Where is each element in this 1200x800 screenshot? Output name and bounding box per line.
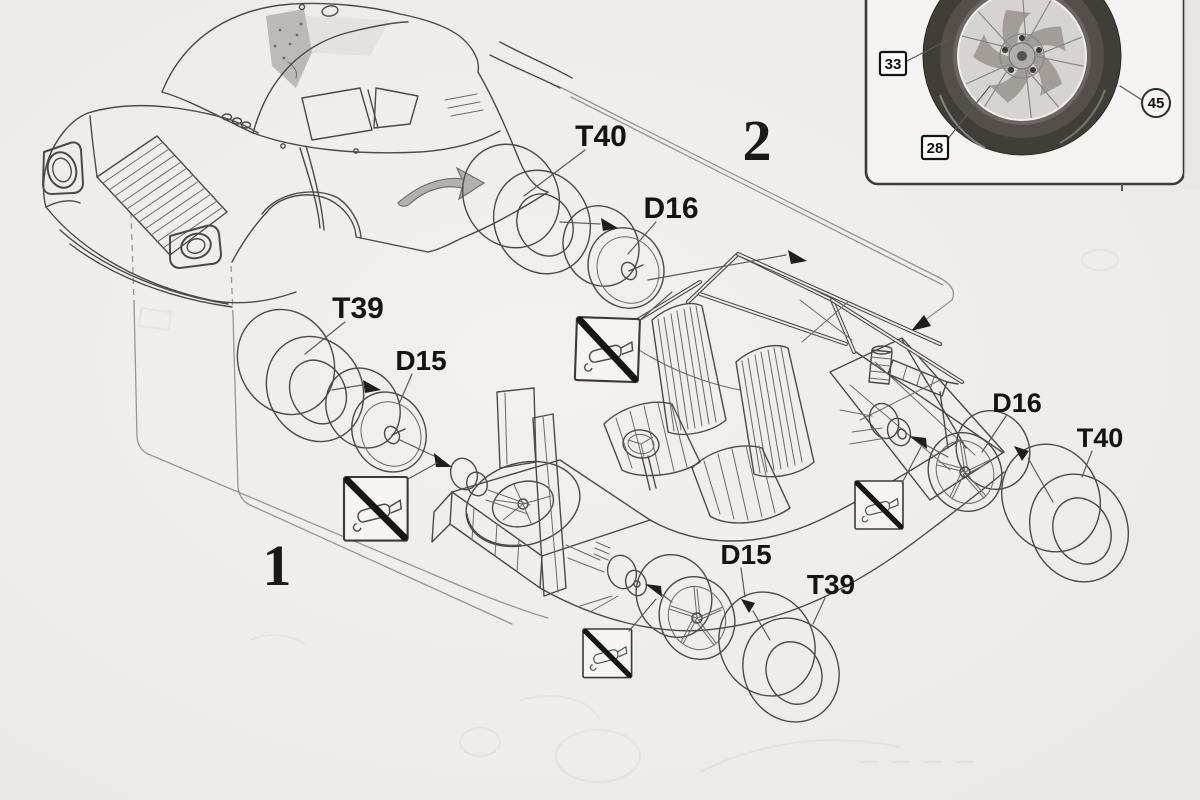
tire-t39-bottom-drawing <box>718 591 840 723</box>
no-glue-icon <box>855 481 903 529</box>
step-2-number: 2 <box>743 108 772 173</box>
body-alignment-lines <box>130 85 955 625</box>
callout-33-label: 33 <box>885 56 902 73</box>
callout-33: 33 <box>878 50 908 77</box>
part-label-t40-top: T40 <box>575 120 627 153</box>
hood-grille-hatching <box>96 135 228 256</box>
callout-28-label: 28 <box>927 140 944 157</box>
part-label-t39-bottom: T39 <box>807 569 855 600</box>
part-label-t40-right: T40 <box>1077 423 1124 453</box>
body-mount-arrowhead <box>911 315 931 331</box>
paper-edge-shading <box>1184 0 1200 190</box>
seat-right-drawing <box>691 344 815 524</box>
part-label-d15-left: D15 <box>395 345 446 376</box>
rim-pockets <box>973 9 1066 103</box>
chassis-drawing <box>431 252 1005 632</box>
coil-spring-drawing <box>868 345 893 385</box>
part-label-d16-top: D16 <box>643 192 698 225</box>
lug-nuts <box>1002 35 1042 73</box>
part-label-d16-right: D16 <box>992 388 1042 418</box>
roll-cage-drawing <box>615 252 964 391</box>
part-label-d15-bottom: D15 <box>720 539 771 570</box>
interior-stipple-dots <box>273 22 303 60</box>
wheel-d16-top-drawing <box>562 205 665 309</box>
no-glue-icons <box>344 291 922 678</box>
callout-45-label: 45 <box>1148 95 1165 112</box>
wheel-d15-bottom-drawing <box>635 553 736 661</box>
wheel-detail-inset: 33 28 45 <box>864 0 1186 191</box>
step-1-number: 1 <box>263 533 292 598</box>
part-label-t39-left: T39 <box>332 292 384 325</box>
label-leader-lines <box>304 149 1093 625</box>
front-left-hub-drawing <box>449 457 531 515</box>
headlight-pod-left <box>42 141 84 195</box>
assembly-arrows <box>331 218 1054 641</box>
wheel-d16-right-drawing <box>927 409 1031 513</box>
body-placement-arrow <box>397 166 486 207</box>
front-right-hub-drawing <box>565 541 648 613</box>
inset-wheel-drawing <box>922 0 1122 156</box>
headlight-pod-right <box>169 224 222 269</box>
callout-28: 28 <box>920 134 950 161</box>
steering-wheel-drawing <box>622 429 660 491</box>
page-bleed-through-artifacts <box>137 249 1119 783</box>
no-glue-icon <box>583 629 632 678</box>
car-body-drawing <box>42 2 573 308</box>
rear-right-hub-drawing <box>839 402 912 447</box>
spare-wheel-drawing <box>465 460 581 548</box>
tire-t40-right-drawing <box>1000 443 1130 583</box>
no-glue-icon <box>344 477 408 541</box>
no-glue-icon <box>575 317 640 382</box>
windshield-interior-shading <box>266 9 312 88</box>
wheel-d15-left-drawing <box>325 367 427 473</box>
callout-45: 45 <box>1141 88 1171 118</box>
